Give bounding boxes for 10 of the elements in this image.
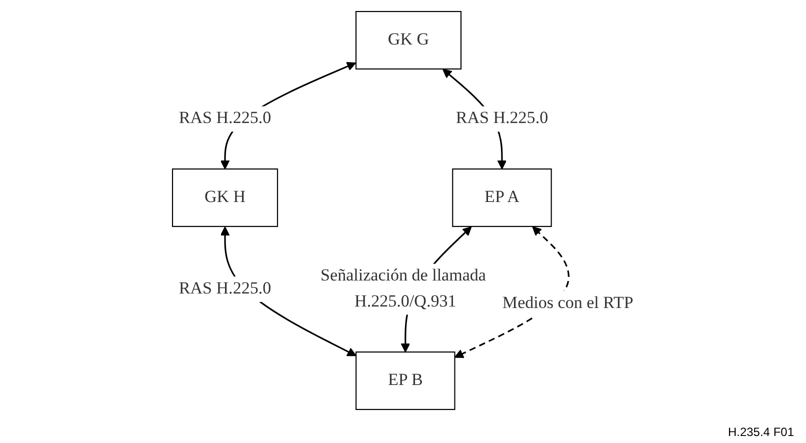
- edge-label: Señalización de llamada H.225.0/Q.931: [320, 266, 486, 310]
- edge-label: RAS H.225.0: [178, 108, 272, 127]
- figure-number: H.235.4 F01: [728, 425, 794, 439]
- node-box: GK H: [172, 168, 278, 226]
- edge-label: RAS H.225.0: [456, 108, 548, 127]
- node-box: EP B: [356, 350, 456, 410]
- node-box: EP A: [452, 168, 552, 226]
- edge-label: Medios con el RTP: [502, 294, 634, 312]
- node-box: GK G: [356, 10, 462, 69]
- edge-label: RAS H.225.0: [178, 279, 272, 298]
